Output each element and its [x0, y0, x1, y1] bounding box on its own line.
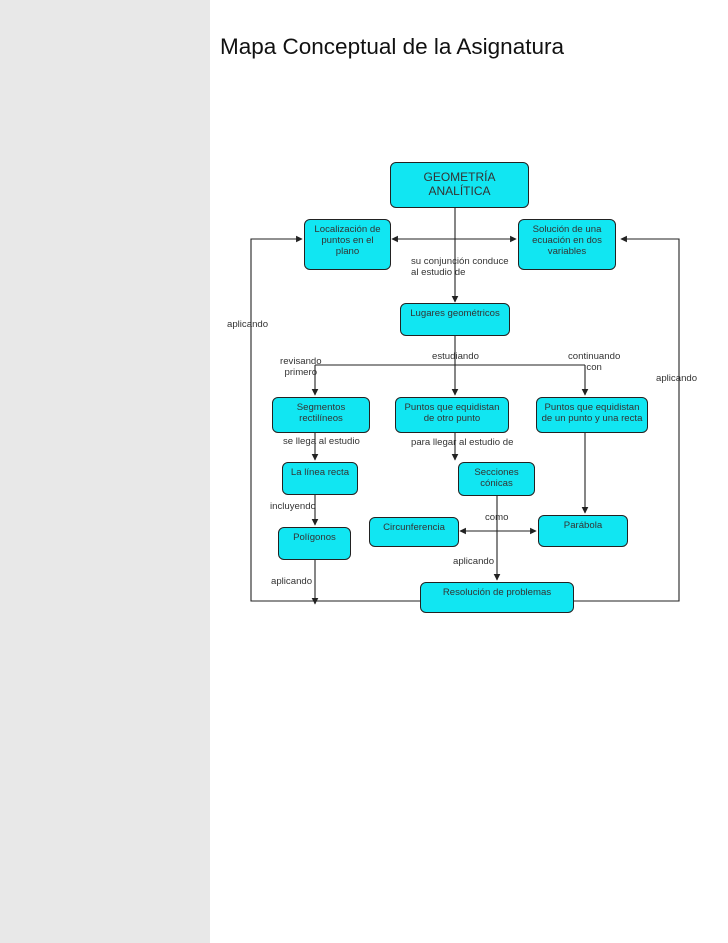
node-secciones-conicas: Secciones cónicas — [458, 462, 535, 496]
connector-left-loop — [250, 235, 420, 602]
node-solucion: Solución de una ecuación en dos variable… — [518, 219, 616, 270]
label-continuando: continuando con — [568, 351, 621, 373]
page-title: Mapa Conceptual de la Asignatura — [220, 34, 564, 59]
left-sidebar — [0, 0, 210, 943]
label-revisando: revisando primero — [280, 356, 322, 378]
node-puntos-recta: Puntos que equidistan de un punto y una … — [536, 397, 648, 433]
connector-right-loop — [574, 235, 680, 602]
label-se-llega: se llega al estudio — [283, 436, 360, 447]
node-segmentos: Segmentos rectilíneos — [272, 397, 370, 433]
node-circunferencia: Circunferencia — [369, 517, 459, 547]
label-aplicando-mid: aplicando — [453, 556, 495, 567]
node-linea-recta: La línea recta — [282, 462, 358, 495]
label-para-llegar: para llegar al estudio de — [411, 437, 514, 448]
label-estudiando: estudiando — [432, 351, 479, 362]
label-aplicando-left: aplicando — [227, 319, 269, 330]
node-geometria-analitica: GEOMETRÍA ANALÍTICA — [390, 162, 529, 208]
node-poligonos: Polígonos — [278, 527, 351, 560]
label-aplicando-low: aplicando — [271, 576, 313, 587]
label-conjuncion: su conjunción conduce al estudio de — [411, 256, 509, 278]
label-incluyendo: incluyendo — [270, 501, 316, 512]
node-parabola: Parábola — [538, 515, 628, 547]
node-puntos-otro: Puntos que equidistan de otro punto — [395, 397, 509, 433]
label-aplicando-right: aplicando — [656, 373, 698, 384]
node-localizacion: Localización de puntos en el plano — [304, 219, 391, 270]
node-lugares-geometricos: Lugares geométricos — [400, 303, 510, 336]
node-resolucion: Resolución de problemas — [420, 582, 574, 613]
label-como: como — [485, 512, 509, 523]
